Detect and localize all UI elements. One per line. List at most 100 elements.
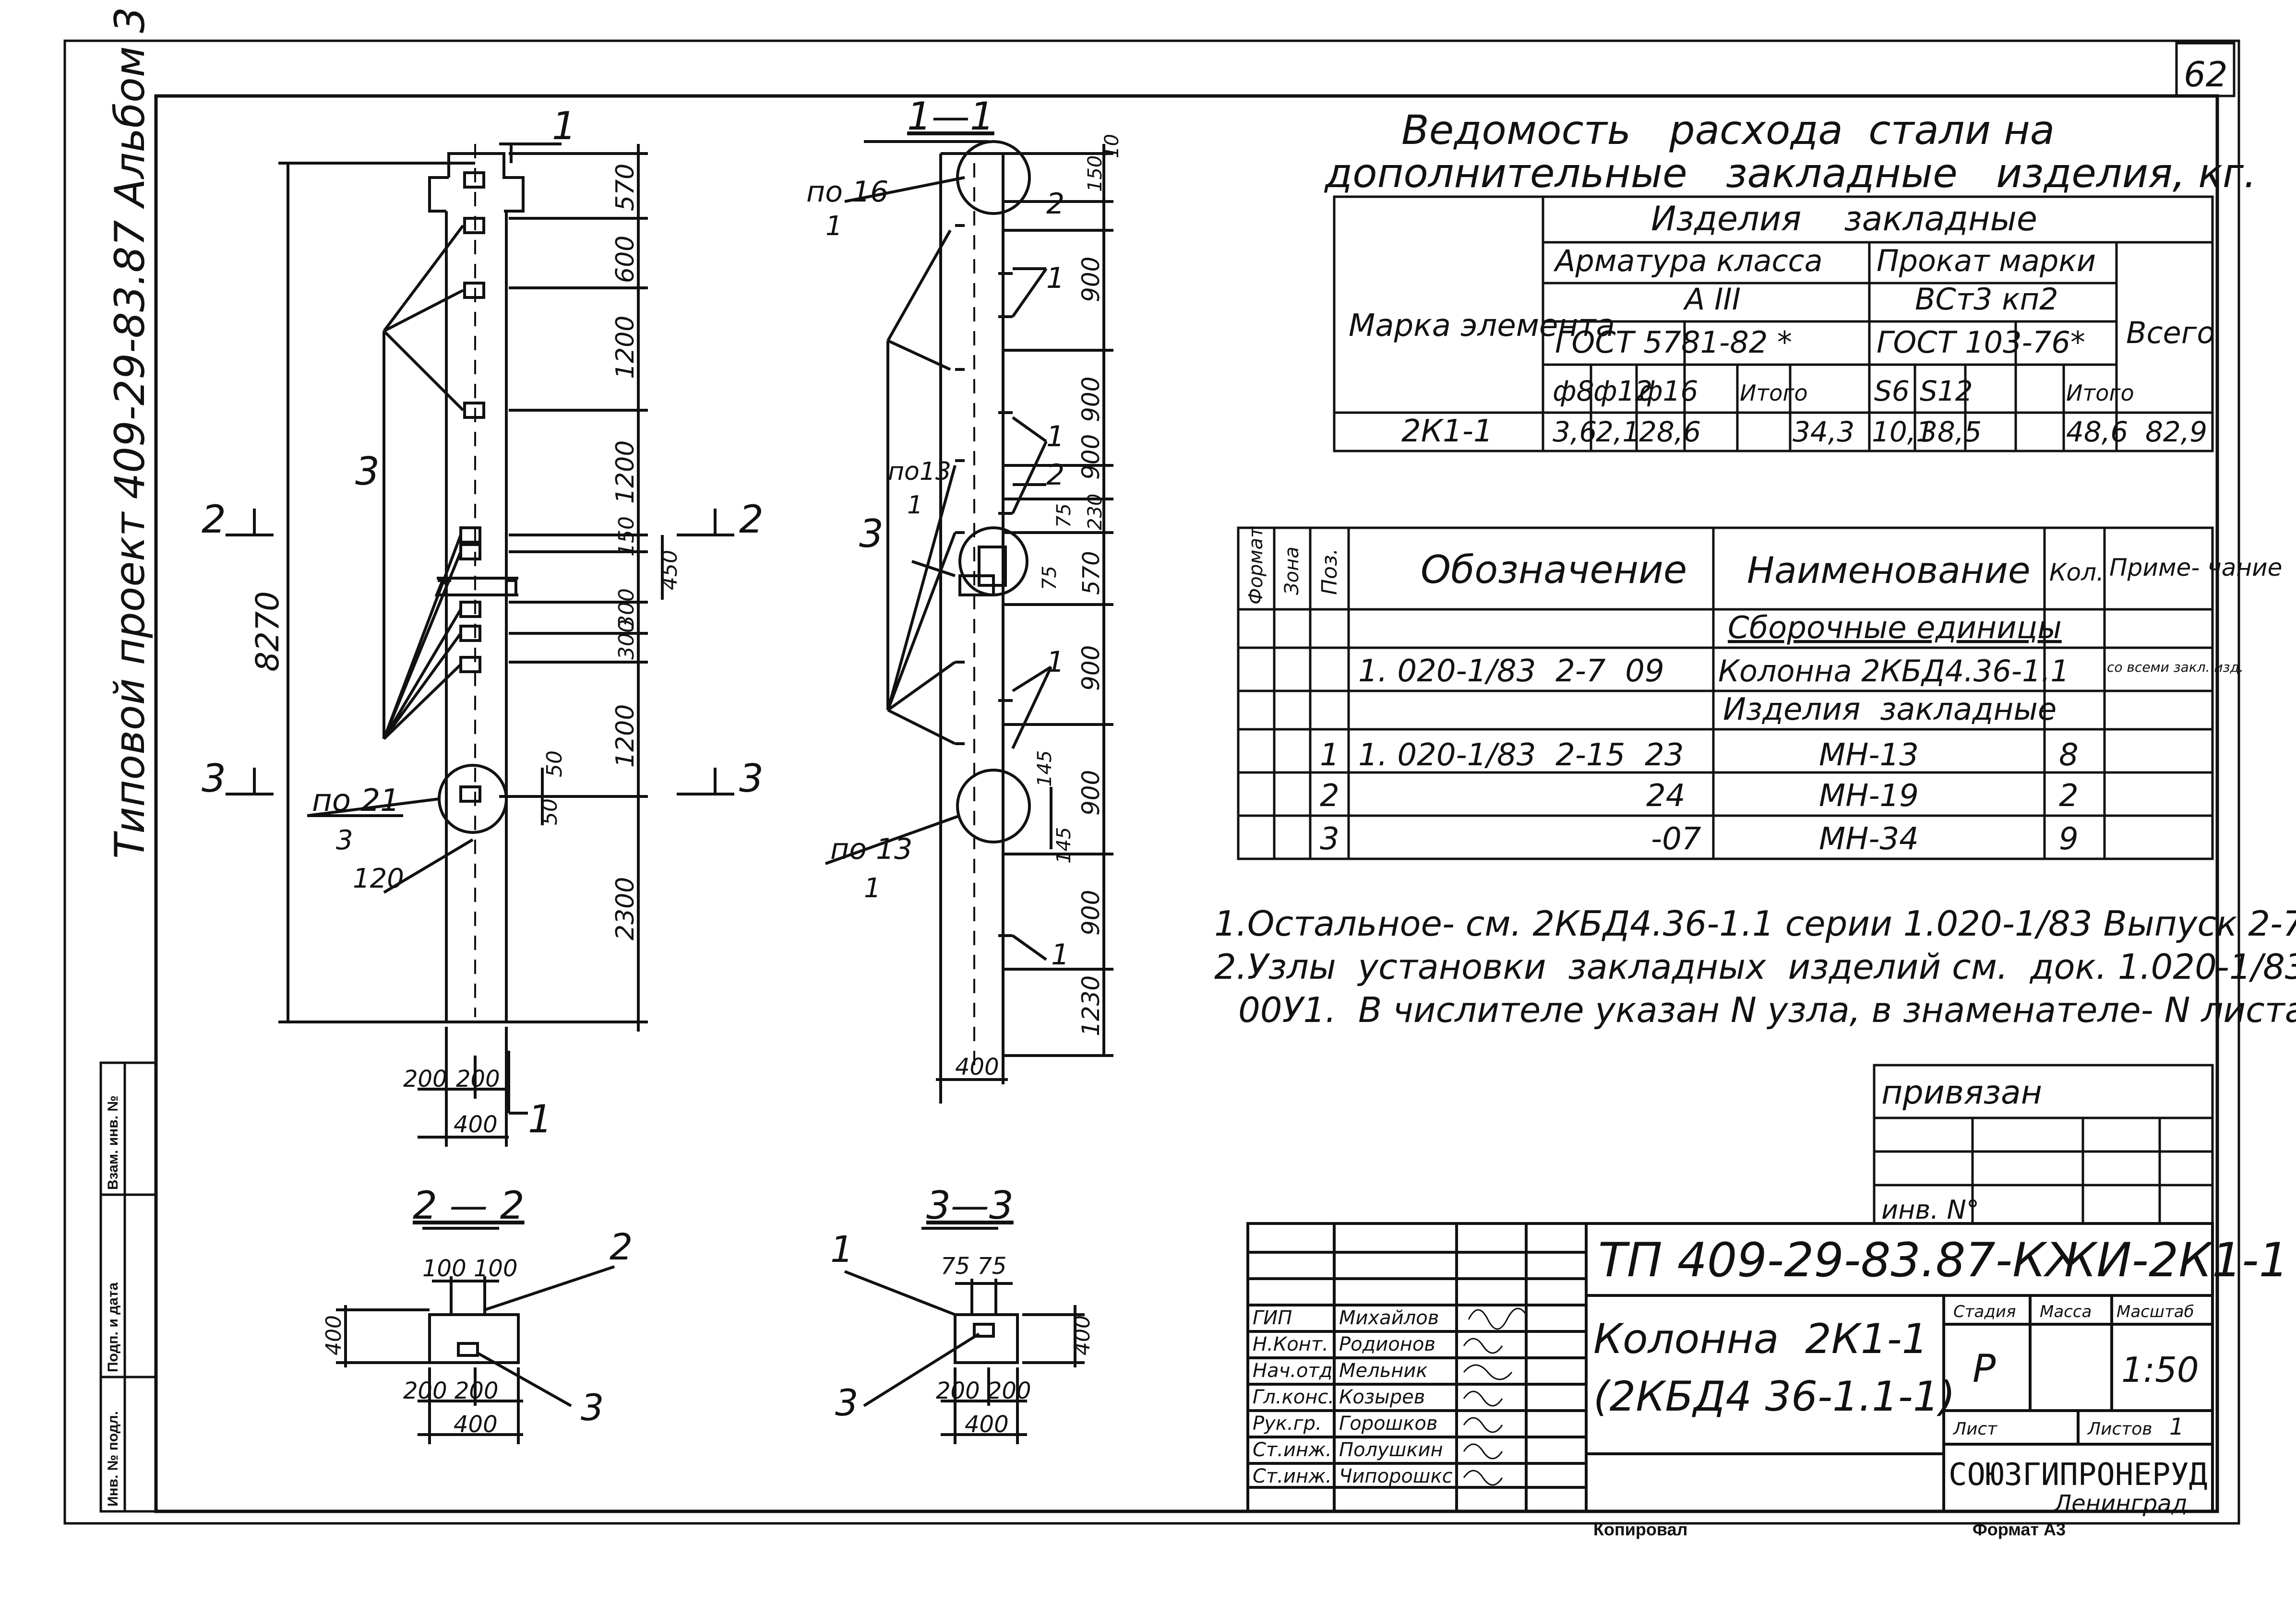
callout-d: 2 [1046,458,1064,492]
spec-r0-name: Сборочные единицы [1728,610,2062,646]
stamp-stage: Р [1973,1346,1996,1391]
s11-dim-150: 150 [1084,155,1106,192]
spec-r1-desig: 1. 020-1/83 2-7 09 [1358,653,1664,689]
format-label: Формат А3 [1973,1520,2066,1539]
steel-sub-s6: S6 [1874,375,1910,407]
callout-e: 1 [1046,645,1064,679]
stamp-city: Ленинград [2053,1490,2188,1517]
elevation-view [226,142,734,1147]
s22-callout2: 2 [610,1225,633,1268]
node-21-den: 3 [336,825,353,856]
s11-dim-900d: 900 [1077,645,1105,691]
s11-dim-900b: 900 [1077,377,1105,422]
stamp-person-3: Козырев [1339,1386,1425,1408]
section-3-3-view [844,1227,1085,1444]
steel-sub-f16: ф16 [1639,375,1698,407]
stamp-role-2: Нач.отд [1253,1360,1332,1382]
binding-inv: инв. N° [1881,1195,1979,1225]
s11-dim-900a: 900 [1077,257,1105,302]
steel-row-mark: 2К1-1 [1401,414,1493,449]
dim-1200c: 1200 [611,704,640,768]
binding-grid [1873,1064,2214,1225]
steel-col-group: Изделия закладные [1651,199,2037,238]
s11-dim-10: 10 [1101,134,1123,158]
steel-title-2: дополнительные закладные изделия, кг. [1324,150,2257,197]
total-height: 8270 [249,591,286,672]
spec-r5-qty: 9 [2059,821,2079,857]
steel-v3: 28,6 [1639,416,1701,448]
callout-a: 2 [1046,187,1064,221]
note-1: 1.Остальное- см. 2КБД4.36-1.1 серии 1.02… [1214,903,2296,944]
cut-mark-top: 1 [552,104,576,148]
steel-sub-f8: ф8 [1553,375,1594,407]
section11-label3: 3 [859,511,884,556]
s11-dim-570: 570 [1078,551,1105,595]
steel-row-total: 82,9 [2145,416,2207,448]
dim-1200b: 1200 [611,440,640,504]
spec-h-pos: Поз. [1317,548,1342,595]
dim-50a: 50 [542,750,567,777]
dim-300b: 300 [614,619,639,660]
steel-v7: 38,5 [1920,416,1982,448]
section11-title: 1—1 [907,94,994,139]
steel-col-rolled-gost: ГОСТ 103-76* [1877,325,2085,360]
stamp-role-4: Рук.гр. [1253,1413,1322,1435]
spec-r4-desig: 24 [1646,778,1685,814]
stamp-code: ТП 409-29-83.87-КЖИ-2К1-1 [1598,1233,2289,1288]
s11-dim-145a: 145 [1034,750,1056,787]
steel-col-rebar-gost: ГОСТ 5781-82 * [1555,325,1792,360]
stamp-sheet-label: Лист [1952,1419,1997,1439]
dim-bottom-b: 200 [456,1066,500,1092]
stamp-person-0: Михайлов [1339,1307,1439,1329]
binding-label: привязан [1881,1074,2042,1112]
copied-label: Копировал [1593,1520,1687,1539]
spec-r5-name: МН-34 [1819,821,1919,857]
spec-r2-name: Изделия закладные [1723,692,2057,727]
node-21: по 21 [312,783,400,819]
dim-50b: 50 [538,798,562,825]
steel-col-mark: Марка элемента [1349,308,1615,344]
s33-dim-total: 400 [965,1411,1009,1438]
callout-c: 1 [1046,420,1064,453]
stamp-scale: 1:50 [2121,1350,2199,1390]
stamp-stage-label: Стадия [1953,1302,2016,1321]
stamp-sheets: 1 [2169,1413,2184,1440]
dim-450: 450 [658,550,682,590]
node-16: по 16 [806,175,888,209]
s33-dim-right: 400 [1070,1315,1095,1355]
section3-left: 3 [202,756,226,801]
dim-300a: 300 [614,588,639,629]
spec-h-qty: Кол. [2049,558,2104,586]
cut-mark-bottom: 1 [528,1097,552,1141]
stamp-person-1: Родионов [1339,1333,1435,1355]
steel-title-1: Ведомость расхода стали на [1401,107,2055,154]
spec-r3-name: МН-13 [1819,737,1919,773]
stamp-name-2: (2КБД4 36-1.1-1) [1593,1373,1955,1421]
s11-dim-75b: 75 [1039,566,1061,590]
note-3: 00У1. В числителе указан N узла, в знаме… [1238,990,2296,1030]
s33-callout3: 3 [835,1381,858,1424]
s22-dim-bottom: 200 200 [403,1378,499,1404]
dim-bottom-a: 200 [403,1066,447,1092]
stamp-role-5: Ст.инж. [1253,1439,1332,1461]
spec-r3-desig: 1. 020-1/83 2-15 23 [1358,737,1684,773]
leader-3: 3 [355,449,380,494]
steel-col-rolled: Прокат марки [1877,243,2096,278]
s33-dim-top: 75 75 [941,1253,1006,1280]
strip-inv: Инв. № подл. [105,1411,121,1507]
spec-r1-note: со всеми закл. изд. [2107,659,2244,675]
steel-col-total: Всего [2126,315,2215,350]
s22-dim-total: 400 [454,1411,498,1438]
strip-replace: Взам. инв. № [105,1095,121,1190]
spec-h-format: Формат [1245,526,1267,605]
steel-sub-f12: ф12 [1593,375,1652,407]
section22-title: 2 — 2 [413,1183,525,1228]
steel-col-rebar: Арматура класса [1553,243,1823,278]
note-2: 2.Узлы установки закладных изделий см. д… [1214,947,2296,987]
dim-120: 120 [353,863,404,894]
dim-1200a: 1200 [611,316,640,379]
s11-dim-1230: 1230 [1077,975,1105,1036]
callout-b: 1 [1046,261,1064,295]
s11-dim-75: 75 [1053,503,1075,528]
